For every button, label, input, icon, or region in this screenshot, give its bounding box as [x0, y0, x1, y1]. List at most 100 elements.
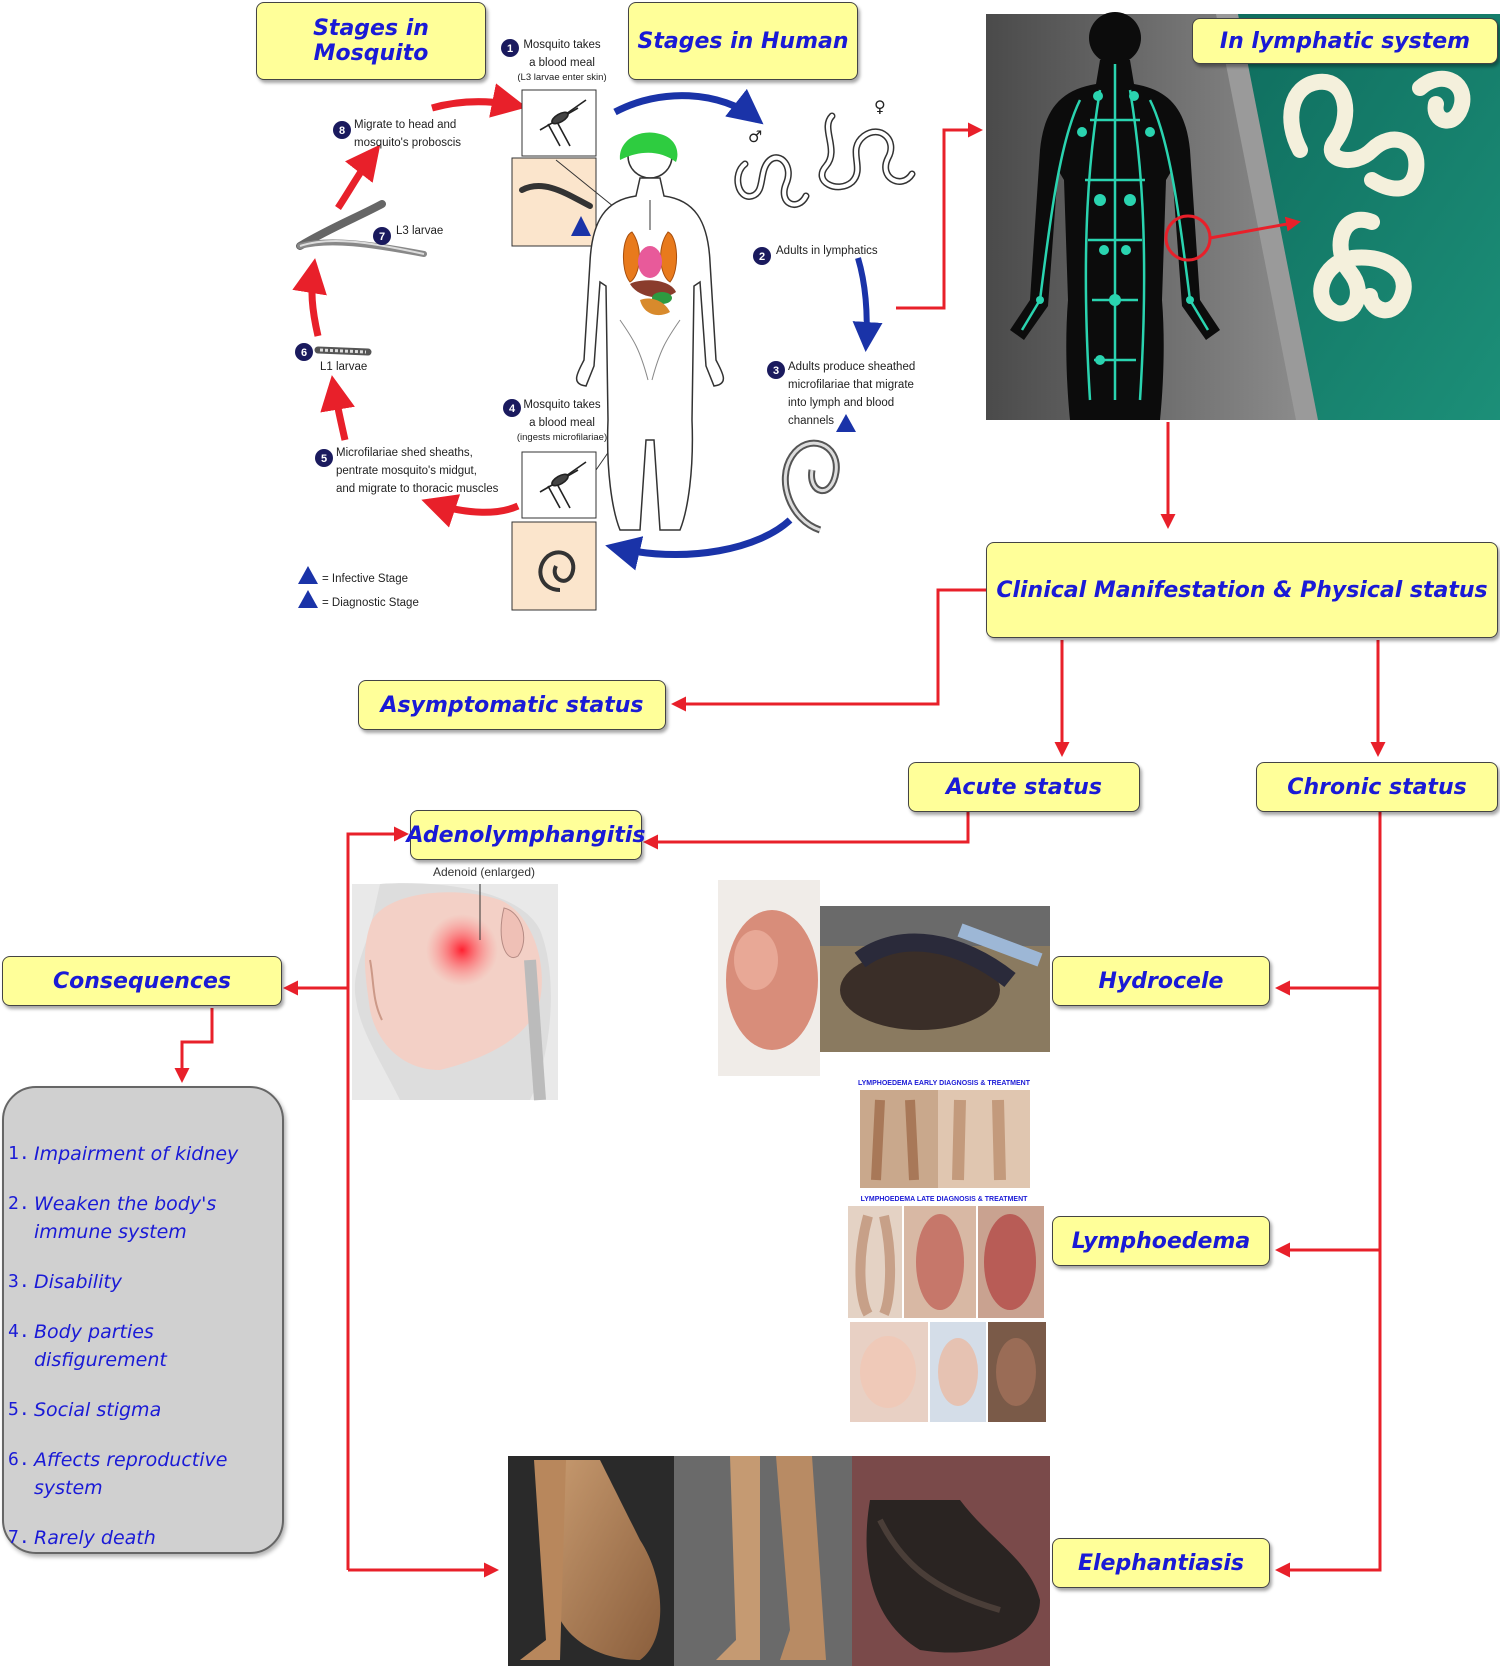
step-3-line-4: channels [788, 415, 834, 427]
acute-status-label: Acute status [946, 774, 1102, 800]
arrow-consequences-to-list [174, 1008, 214, 1083]
consequence-num: 4. [8, 1321, 30, 1342]
consequence-text: Affects reproductive system [34, 1449, 228, 1499]
connectors [174, 122, 1386, 1578]
consequences-label: Consequences [53, 968, 231, 994]
step-1-line-2: a blood meal [529, 57, 595, 69]
female-symbol: ♀ [874, 97, 886, 116]
stages-in-human-box: Stages in Human [628, 2, 858, 80]
lymphoedema-early-label: LYMPHOEDEMA EARLY DIAGNOSIS & TREATMENT [858, 1080, 1031, 1087]
legend-diagnostic: = Diagnostic Stage [322, 597, 419, 609]
stages-in-mosquito-box: Stages in Mosquito [256, 2, 486, 80]
step-4-note: (ingests microfilariae) [517, 432, 607, 443]
lymphoedema-late-label: LYMPHOEDEMA LATE DIAGNOSIS & TREATMENT [861, 1196, 1029, 1203]
step-5-line-3: and migrate to thoracic muscles [336, 483, 499, 495]
step-2: 2 Adults in lymphatics [753, 245, 878, 265]
step-1-line-1: Mosquito takes [523, 39, 601, 51]
consequence-item: 4.Body parties disfigurement [8, 1318, 278, 1374]
step-6-line-1: L1 larvae [320, 361, 367, 373]
stages-in-human-label: Stages in Human [637, 28, 849, 54]
arrow-step6-to-7 [292, 258, 327, 337]
step-5: 5 Microfilariae shed sheaths, pentrate m… [315, 447, 499, 495]
consequence-num: 5. [8, 1399, 30, 1420]
l1-larva-icon [314, 346, 372, 356]
step-4-line-2: a blood meal [529, 417, 595, 429]
step-8: 8 Migrate to head and mosquito's probosc… [333, 119, 461, 149]
consequence-item: 6.Affects reproductive system [8, 1446, 278, 1502]
step-3-num: 3 [773, 365, 779, 377]
adenolymphangitis-box: Adenolymphangitis [407, 810, 645, 860]
arrow-step1-to-2 [613, 88, 764, 125]
consequences-list-panel: 1.Impairment of kidney 2.Weaken the body… [2, 1086, 284, 1554]
step-4-num: 4 [509, 403, 516, 415]
elephantiasis-picture [508, 1456, 1050, 1666]
step-6: 6 L1 larvae [295, 343, 367, 373]
hydrocele-picture [718, 880, 1050, 1076]
asymptomatic-status-box: Asymptomatic status [358, 680, 666, 730]
consequence-text: Disability [34, 1271, 123, 1293]
adult-worms-icon [734, 112, 916, 208]
lymphoedema-label: Lymphoedema [1071, 1228, 1251, 1254]
consequence-num: 6. [8, 1449, 30, 1470]
male-symbol: ♂ [748, 127, 762, 146]
step-5-line-2: pentrate mosquito's midgut, [336, 465, 477, 477]
zoom-arrow [1209, 216, 1301, 240]
lymphatic-system-picture [986, 12, 1500, 420]
in-lymphatic-system-label: In lymphatic system [1219, 28, 1471, 54]
lymphoedema-box: Lymphoedema [1052, 1216, 1270, 1266]
step-3-line-3: into lymph and blood [788, 397, 894, 409]
lymphoedema-picture: LYMPHOEDEMA EARLY DIAGNOSIS & TREATMENT … [848, 1076, 1046, 1422]
arrow-acute-to-adenolymphangitis [643, 812, 970, 850]
hydrocele-box: Hydrocele [1052, 956, 1270, 1006]
elephantiasis-label: Elephantiasis [1077, 1550, 1245, 1576]
chronic-status-box: Chronic status [1256, 762, 1498, 812]
adenoid-label: Adenoid (enlarged) [433, 865, 535, 879]
l3-larva-icon [296, 200, 427, 257]
arrow-left-trunk-to-adeno [346, 826, 409, 1570]
consequence-item: 5.Social stigma [8, 1396, 278, 1424]
arrow-step7-to-8 [335, 144, 381, 210]
consequence-item: 7.Rarely death [8, 1524, 278, 1552]
arrow-step2-to-3 [852, 257, 883, 352]
stages-in-mosquito-label: Stages in Mosquito [313, 16, 429, 66]
consequence-text: Social stigma [34, 1399, 162, 1421]
life-cycle: ♂ ♀ 1 Mosquito takes a blood meal (L3 la… [292, 39, 916, 611]
step-8-line-1: Migrate to head and [354, 119, 456, 131]
chronic-status-label: Chronic status [1287, 774, 1467, 800]
arrow-chronic-trunk [1275, 812, 1382, 1578]
consequence-num: 1. [8, 1143, 30, 1164]
step-2-num: 2 [759, 251, 765, 263]
in-lymphatic-system-box: In lymphatic system [1192, 18, 1498, 64]
step-3-line-2: microfilariae that migrate [788, 379, 914, 391]
arrow-step3-to-4 [605, 517, 793, 571]
asymptomatic-status-label: Asymptomatic status [380, 692, 644, 718]
diagnostic-stage-icon [836, 414, 856, 432]
consequence-num: 2. [8, 1193, 30, 1214]
step-3: 3 Adults produce sheathed microfilariae … [767, 361, 915, 432]
step-5-line-1: Microfilariae shed sheaths, [336, 447, 473, 459]
consequence-text: Rarely death [34, 1527, 156, 1549]
arrow-step4-to-5 [421, 494, 520, 528]
consequence-num: 3. [8, 1271, 30, 1292]
arrow-clinical-to-asymptomatic [671, 588, 986, 712]
step-7: 7 L3 larvae [373, 225, 443, 245]
human-body-icon [576, 132, 724, 531]
step-4: 4 Mosquito takes a blood meal (ingests m… [503, 399, 607, 443]
lifecycle-legend: = Infective Stage = Diagnostic Stage [298, 566, 419, 609]
infective-stage-icon [571, 216, 591, 236]
larva-top-icon [519, 183, 593, 209]
step-1: 1 Mosquito takes a blood meal (L3 larvae… [501, 39, 607, 83]
consequence-text: Weaken the body's immune system [34, 1193, 217, 1243]
adenolymphangitis-label: Adenolymphangitis [406, 822, 646, 848]
consequence-text: Body parties disfigurement [34, 1321, 167, 1371]
acute-status-box: Acute status [908, 762, 1140, 812]
white-worms-icon [1283, 70, 1471, 322]
arrow-step5-to-6 [320, 375, 355, 441]
step-4-line-1: Mosquito takes [523, 399, 601, 411]
step-6-num: 6 [301, 347, 307, 359]
step-1-note: (L3 larvae enter skin) [517, 72, 606, 83]
step-7-line-1: L3 larvae [396, 225, 443, 237]
step-2-line-1: Adults in lymphatics [776, 245, 878, 257]
clinical-manifestation-box: Clinical Manifestation & Physical status [986, 542, 1498, 638]
